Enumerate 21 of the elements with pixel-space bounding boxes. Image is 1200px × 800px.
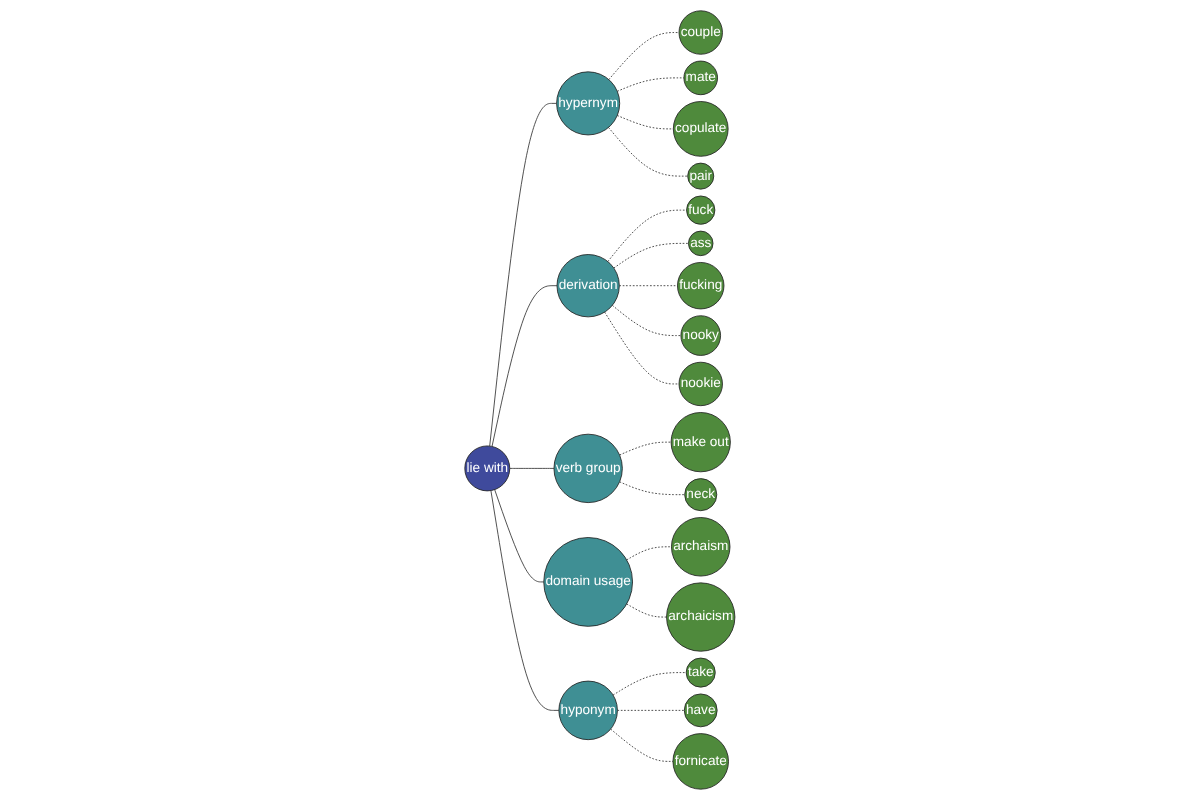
connector [626,546,672,561]
connector [608,127,689,177]
connector [489,102,558,447]
connector [619,481,686,496]
connector [619,441,672,456]
connector [619,285,679,287]
connector [491,285,558,447]
connector [604,311,680,385]
connector [613,242,689,269]
connector [626,603,668,618]
connector [494,489,545,583]
connector [610,728,674,762]
connector [617,115,674,130]
connector [617,709,685,711]
connector [509,467,555,469]
connector [608,32,680,80]
connector [607,209,688,262]
connector [612,304,682,336]
connector [612,672,687,696]
connector [617,77,685,92]
connector [490,490,560,711]
